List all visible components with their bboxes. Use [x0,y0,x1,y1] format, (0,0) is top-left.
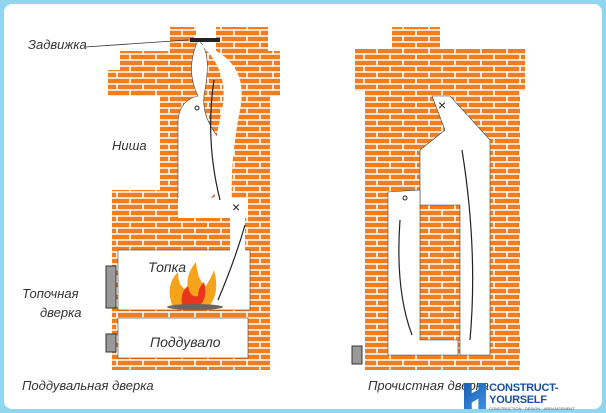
grate [167,304,223,310]
label-ash-door: Поддувальная дверка [22,378,154,393]
flue-channel-2 [200,44,242,200]
chimney-cap [392,27,440,51]
damper [190,38,220,42]
label-fire-door-2: дверка [40,305,82,320]
svg-text:×: × [232,199,240,215]
ash-door [105,333,117,353]
logo-icon [464,383,487,409]
label-damper: Задвижка [28,37,87,52]
label-firebox: Топка [148,259,186,275]
svg-text:×: × [438,97,446,113]
construct-yourself-logo: CONSTRUCT-YOURSELF CONSTRUCTION · DESIGN… [464,381,606,411]
left-stove: × [84,27,280,370]
cleaning-door [351,345,363,365]
flue-junction [178,198,248,218]
label-niche: Ниша [112,138,147,153]
label-fire-door-1: Топочная [22,286,79,301]
chimney-right-cap [216,27,268,51]
ash-pit [117,317,249,359]
label-cleaning-door: Прочистная дверка [368,378,490,393]
right-stove: × [351,27,525,370]
stove-crown [355,49,525,91]
flow-arrow [217,224,246,301]
logo-name: CONSTRUCT-YOURSELF [489,381,559,406]
label-ash-pit: Поддувало [150,334,221,350]
logo-tagline: CONSTRUCTION · DESIGN · ARRANGEMENT [489,405,575,411]
fire-door [105,265,117,309]
